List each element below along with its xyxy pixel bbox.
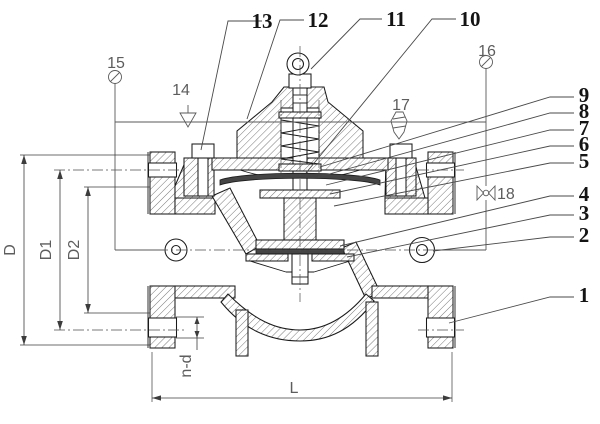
- callout-numbers: 13 12 11 10 9 8 7 6 5 4 3 2 1: [252, 7, 590, 307]
- pilot-label-15: 15: [107, 55, 125, 72]
- callout-2: 2: [579, 223, 590, 247]
- bottom-shell: [174, 285, 429, 357]
- filter-symbol-14: [179, 105, 197, 128]
- pilot-circuit: 15 14 16 17 18: [107, 43, 515, 251]
- pilot-label-16: 16: [478, 43, 496, 60]
- dim-label-L: L: [290, 380, 299, 397]
- left-flange: [147, 151, 178, 349]
- plug-symbol-17: [390, 111, 408, 140]
- callout-9: 9: [579, 83, 590, 107]
- bonnet-bolt-left: [191, 143, 215, 197]
- callout-13: 13: [252, 9, 273, 33]
- callout-8: 8: [579, 99, 590, 123]
- callout-leaders: [200, 18, 574, 324]
- dimension-annotations: D D1 D2 n-d L: [2, 154, 453, 402]
- pilot-label-14: 14: [172, 82, 190, 99]
- pilot-label-17: 17: [392, 97, 410, 114]
- callout-6: 6: [579, 132, 590, 156]
- shutoff-valve-symbol-18: [476, 184, 496, 202]
- dim-label-nd: n-d: [178, 354, 195, 377]
- lifting-ring: [286, 52, 312, 89]
- callout-1: 1: [579, 283, 590, 307]
- dim-label-D: D: [2, 244, 19, 256]
- callout-12: 12: [308, 8, 329, 32]
- right-flange: [425, 151, 456, 349]
- dim-label-D1: D1: [38, 240, 55, 261]
- pilot-label-18: 18: [497, 186, 515, 203]
- dim-label-D2: D2: [66, 240, 83, 261]
- callout-10: 10: [460, 7, 481, 31]
- callout-4: 4: [579, 182, 590, 206]
- diaphragm: [219, 172, 381, 186]
- gauge-symbol-16: [479, 55, 493, 69]
- callout-7: 7: [579, 116, 590, 140]
- callout-11: 11: [386, 7, 406, 31]
- bonnet-bolt-right: [389, 143, 413, 197]
- callout-3: 3: [579, 201, 590, 225]
- callout-5: 5: [579, 149, 590, 173]
- gauge-symbol-15: [108, 70, 122, 84]
